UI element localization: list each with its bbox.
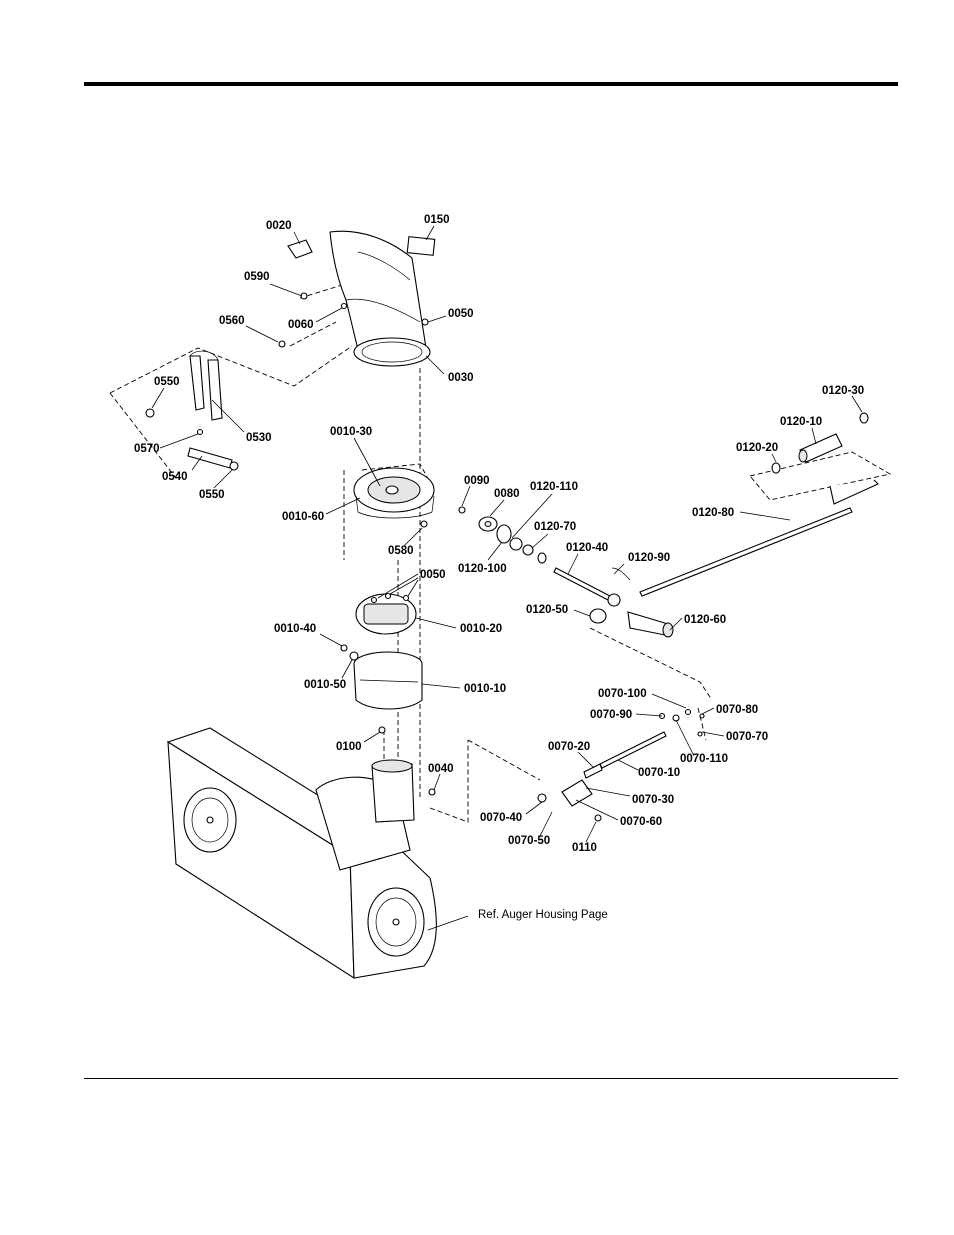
chute-assembly <box>278 230 436 367</box>
callout-label: 0010-10 <box>464 683 506 695</box>
reference-note: Ref. Auger Housing Page <box>478 909 608 921</box>
callout-labels: 0020 0150 0590 0050 0060 0560 0030 0550 … <box>134 214 864 921</box>
callout-label: 0120-110 <box>530 481 578 493</box>
callout-label: 0040 <box>428 763 454 775</box>
flange-plate <box>355 592 417 635</box>
crank-gear-assembly <box>458 412 879 638</box>
callout-label: 0120-80 <box>692 507 734 519</box>
callout-label: 0070-60 <box>620 816 662 828</box>
callout-label: 0120-60 <box>684 614 726 626</box>
callout-label: 0070-40 <box>480 812 522 824</box>
callout-label: 0030 <box>448 372 474 384</box>
chute-knob <box>287 239 313 259</box>
callout-label: 0010-20 <box>460 623 502 635</box>
footer-rule <box>84 1078 898 1079</box>
callout-label: 0010-60 <box>282 511 324 523</box>
callout-label: 0120-90 <box>628 552 670 564</box>
callout-label: 0010-30 <box>330 426 372 438</box>
callout-label: 0550 <box>154 376 180 388</box>
callout-label: 0120-20 <box>736 442 778 454</box>
auger-housing <box>166 726 437 980</box>
callout-label: 0120-100 <box>458 563 507 575</box>
assembly-outlines <box>109 281 892 823</box>
callout-label: 0110 <box>572 842 597 854</box>
callout-label: 0120-70 <box>534 521 576 533</box>
callout-label: 0570 <box>134 443 160 455</box>
callout-label: 0070-70 <box>726 731 768 743</box>
label-decal <box>406 236 436 256</box>
callout-label: 0120-10 <box>780 416 822 428</box>
callout-label: 0010-50 <box>304 679 346 691</box>
callout-label: 0120-40 <box>566 542 608 554</box>
callout-label: 0540 <box>162 471 188 483</box>
callout-label: 0070-80 <box>716 704 758 716</box>
callout-label: 0560 <box>219 315 245 327</box>
callout-label: 0060 <box>288 319 314 331</box>
callout-label: 0070-10 <box>638 767 680 779</box>
callout-label: 0010-40 <box>274 623 316 635</box>
callout-label: 0150 <box>424 214 450 226</box>
callout-label: 0070-100 <box>598 688 647 700</box>
callout-label: 0580 <box>388 545 414 557</box>
callout-label: 0070-30 <box>632 794 674 806</box>
callout-label: 0090 <box>464 475 490 487</box>
callout-label: 0120-30 <box>822 385 864 397</box>
header-rule <box>84 82 898 86</box>
callout-label: 0080 <box>494 488 520 500</box>
callout-label: 0100 <box>336 741 362 753</box>
callout-label: 0070-50 <box>508 835 550 847</box>
crank-bracket <box>145 350 239 471</box>
callout-label: 0070-110 <box>680 753 728 765</box>
callout-label: 0120-50 <box>526 604 568 616</box>
callout-label: 0050 <box>448 308 474 320</box>
chute-base-ring <box>340 644 423 710</box>
callout-label: 0070-20 <box>548 741 590 753</box>
callout-label: 0020 <box>266 220 292 232</box>
leader-lines <box>151 225 863 931</box>
callout-label: 0530 <box>246 432 272 444</box>
callout-label: 0070-90 <box>590 709 632 721</box>
chute-ring-assembly <box>353 467 435 528</box>
callout-label: 0590 <box>244 271 270 283</box>
callout-label: 0550 <box>199 489 225 501</box>
callout-label: 0050 <box>420 569 446 581</box>
